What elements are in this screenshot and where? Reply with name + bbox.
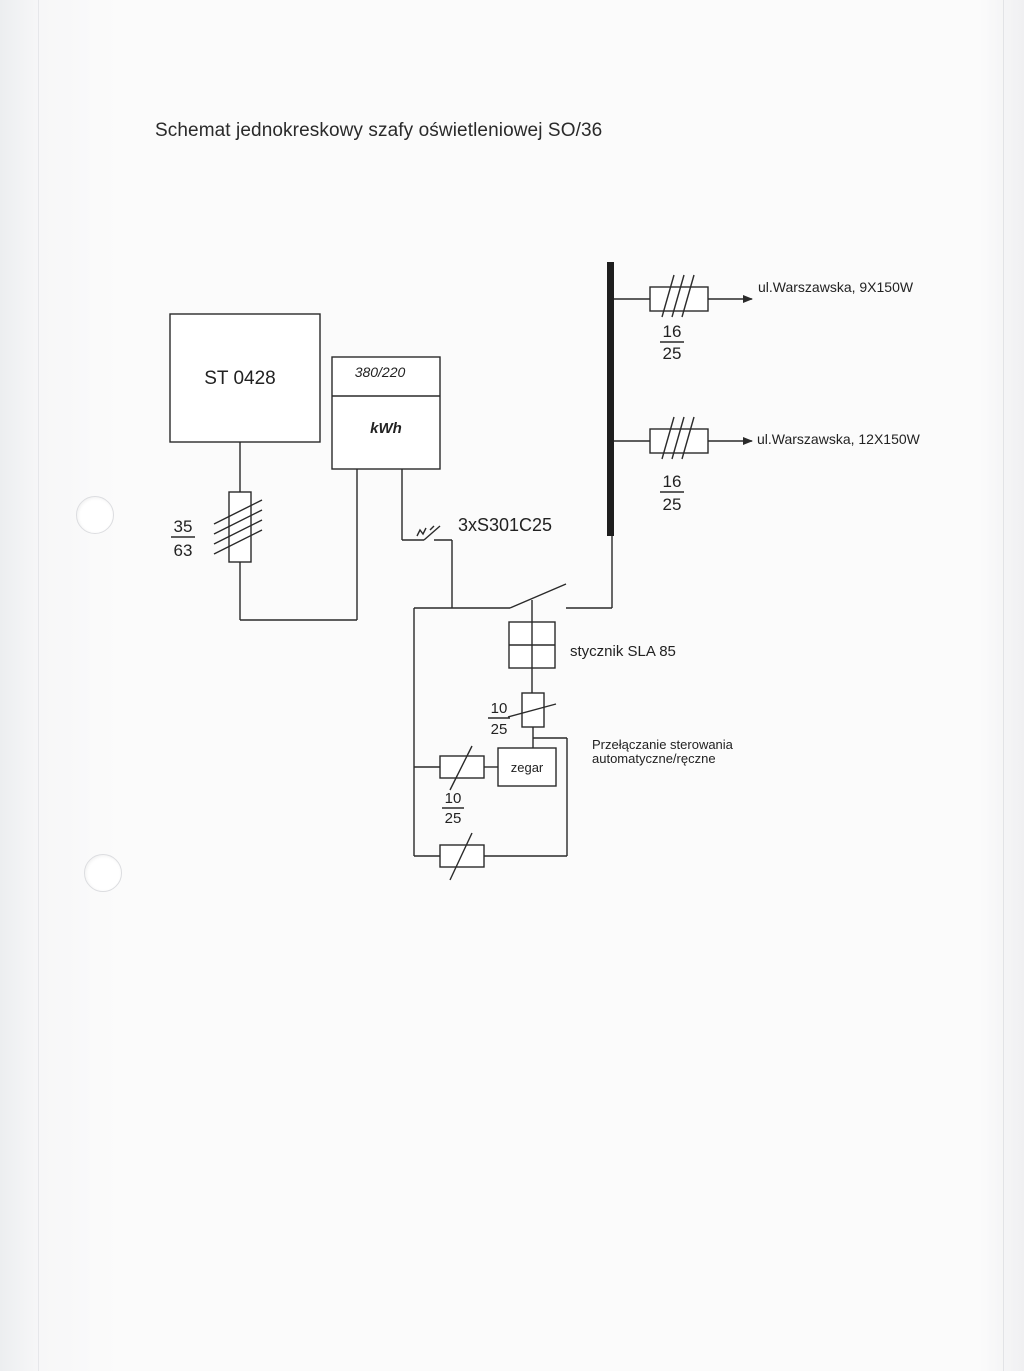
circuit-breaker: 3xS301C25 — [401, 469, 552, 608]
circuit-1-rating-bottom: 25 — [663, 344, 682, 363]
circuit-1-label: ul.Warszawska, 9X150W — [758, 279, 914, 295]
main-fuse: 35 63 — [171, 442, 358, 621]
contactor-circuit: stycznik SLA 85 — [414, 536, 676, 693]
page-title: Schemat jednokreskowy szafy oświetleniow… — [155, 120, 603, 141]
meter-kwh-label: kWh — [370, 420, 402, 437]
meter-voltage-label: 380/220 — [355, 364, 406, 380]
punch-hole-top — [76, 496, 114, 534]
circuit-1-rating-top: 16 — [663, 322, 682, 341]
busbar — [607, 262, 614, 536]
main-fuse-rating-top: 35 — [174, 517, 193, 536]
main-fuse-rating-bottom: 63 — [174, 541, 193, 560]
energy-meter: 380/220 kWh — [331, 356, 441, 470]
control-loop: 10 25 — [413, 608, 567, 881]
control-fuse-rating-bottom: 25 — [445, 810, 462, 827]
punch-hole-bottom — [84, 854, 122, 892]
breaker-label: 3xS301C25 — [458, 515, 552, 535]
timer-label: zegar — [511, 760, 544, 775]
transformer-label: ST 0428 — [204, 368, 275, 389]
control-note-line-1: Przełączanie sterowania — [592, 737, 734, 752]
control-note-line-2: automatyczne/ręczne — [592, 751, 716, 766]
circuit-2-label: ul.Warszawska, 12X150W — [757, 431, 921, 447]
control-note: Przełączanie sterowania automatyczne/ręc… — [592, 737, 734, 766]
coil-fuse: 10 25 — [488, 692, 568, 856]
contactor-label: stycznik SLA 85 — [570, 643, 676, 660]
circuit-2-rating-top: 16 — [663, 472, 682, 491]
outgoing-circuit-1: ul.Warszawska, 9X150W 16 25 — [614, 274, 914, 363]
transformer-box: ST 0428 — [169, 313, 321, 443]
coil-fuse-rating-bottom: 25 — [491, 721, 508, 738]
control-fuse-rating-top: 10 — [445, 790, 462, 807]
timer-block: zegar — [497, 738, 557, 787]
outgoing-circuit-2: ul.Warszawska, 12X150W 16 25 — [614, 416, 921, 514]
circuit-2-rating-bottom: 25 — [663, 495, 682, 514]
sheet-edge — [38, 0, 1004, 1371]
coil-fuse-rating-top: 10 — [491, 700, 508, 717]
